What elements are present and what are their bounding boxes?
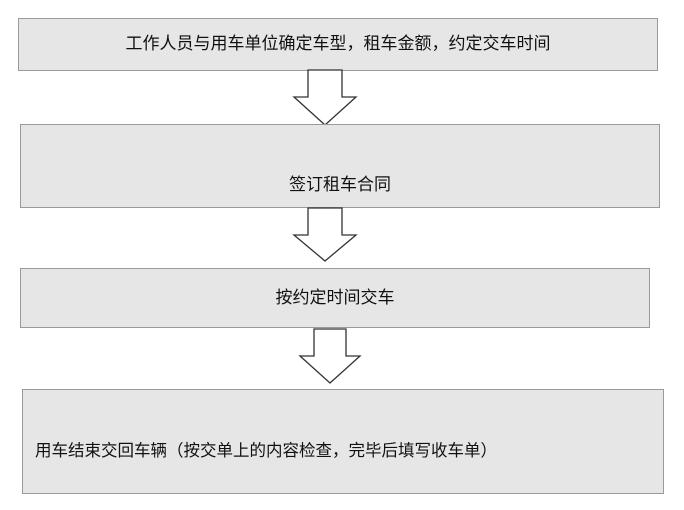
flow-step-3-text: 按约定时间交车 xyxy=(275,287,395,308)
flow-step-2-box: 签订租车合同 xyxy=(20,124,660,208)
flow-step-3-box: 按约定时间交车 xyxy=(20,268,650,328)
down-arrow-icon xyxy=(298,328,362,384)
flow-step-4-text: 用车结束交回车辆（按交单上的内容检查，完毕后填写收车单） xyxy=(35,441,497,461)
down-arrow-icon xyxy=(292,69,358,126)
flow-step-1-box: 工作人员与用车单位确定车型，租车金额，约定交车时间 xyxy=(18,18,658,71)
flow-step-1-text: 工作人员与用车单位确定车型，租车金额，约定交车时间 xyxy=(125,34,551,54)
down-arrow-icon xyxy=(292,207,358,262)
flow-step-4-box: 用车结束交回车辆（按交单上的内容检查，完毕后填写收车单） xyxy=(22,389,664,494)
flow-step-2-text: 签订租车合同 xyxy=(289,175,391,195)
